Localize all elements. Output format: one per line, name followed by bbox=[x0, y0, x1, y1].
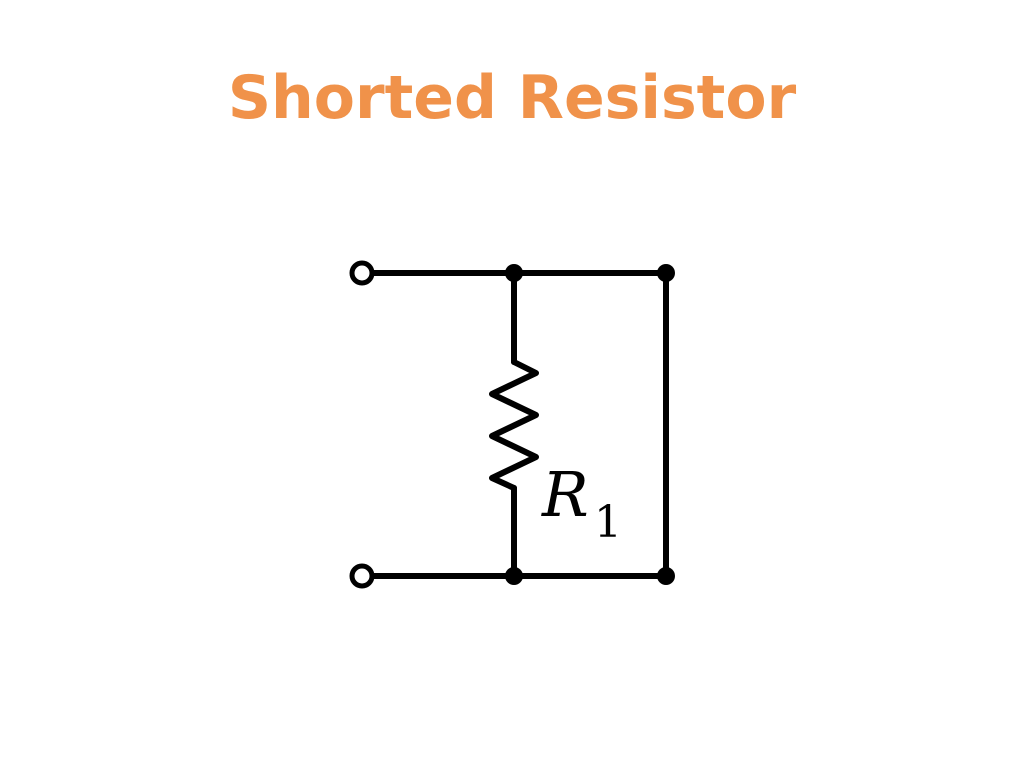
junction-top-right bbox=[657, 264, 675, 282]
resistor-label-symbol: R bbox=[541, 458, 589, 531]
junction-top-middle bbox=[505, 264, 523, 282]
slide-title: Shorted Resistor bbox=[227, 63, 797, 133]
junction-bottom-right bbox=[657, 567, 675, 585]
resistor-label-subscript: 1 bbox=[594, 497, 622, 548]
terminal-top bbox=[349, 260, 375, 286]
resistor-zigzag-icon bbox=[489, 359, 539, 491]
terminal-bottom bbox=[349, 563, 375, 589]
junction-bottom-middle bbox=[505, 567, 523, 585]
